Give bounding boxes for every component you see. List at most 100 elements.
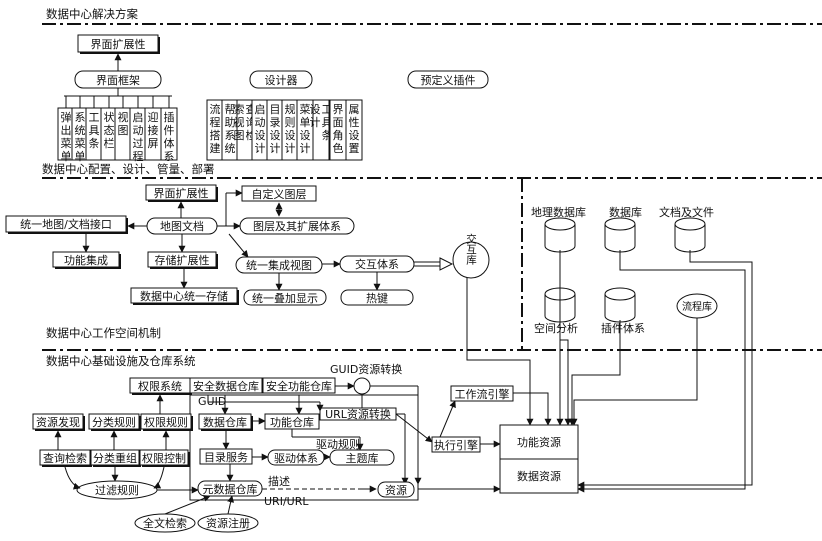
- char-designer-items-5-0-0: 规: [285, 102, 296, 116]
- char-designer-items-4-0-2: 设: [270, 129, 281, 142]
- char-designer-items-2-0-0: 查: [246, 102, 257, 116]
- char-designer-items-9-0-1: 性: [349, 115, 360, 129]
- char-frame-items-1-0-2: 菜: [75, 137, 86, 150]
- cls-rule-box: [88, 413, 140, 430]
- char-frame-items-7-0-1: 件: [164, 124, 175, 137]
- svg-text:URI/URL: URI/URL: [264, 495, 309, 508]
- svg-text:全文检索: 全文检索: [143, 516, 187, 530]
- svg-text:功能资源: 功能资源: [517, 435, 561, 449]
- svg-text:数据资源: 数据资源: [517, 469, 561, 483]
- svg-text:分类规则: 分类规则: [92, 415, 136, 429]
- char-designer-items-3-0-3: 计: [255, 142, 266, 155]
- char-frame-items-1-0-3: 单: [75, 150, 86, 163]
- ui-ext-box-1: [77, 34, 159, 53]
- char-designer-items-0-0-1: 程: [210, 116, 221, 129]
- char-designer-items-7-1-0: 设: [310, 103, 321, 116]
- svg-text:资源发现: 资源发现: [36, 415, 80, 429]
- heading-config: 数据中心配置、设计、管量、部署: [42, 162, 215, 176]
- svg-text:交互库: 交互库: [465, 232, 477, 265]
- char-designer-items-4-0-3: 计: [270, 142, 281, 155]
- box-designer-items-9: [345, 99, 363, 161]
- char-designer-items-6-0-1: 单: [300, 116, 311, 129]
- char-designer-items-7-1-1: 计: [310, 116, 321, 129]
- heading-top: 数据中心解决方案: [46, 7, 138, 21]
- unified-interface-box: [5, 215, 127, 233]
- svg-text:地理数据库: 地理数据库: [531, 205, 586, 219]
- svg-text:界面扩展性: 界面扩展性: [91, 37, 146, 51]
- svg-text:安全数据仓库: 安全数据仓库: [193, 379, 259, 393]
- char-designer-items-9-0-2: 设: [349, 129, 360, 142]
- char-frame-items-6-0-1: 接: [148, 124, 159, 137]
- box-frame-items-7: [160, 107, 178, 161]
- svg-text:数据中心统一存储: 数据中心统一存储: [140, 289, 228, 303]
- char-designer-items-6-0-0: 菜: [300, 103, 311, 116]
- char-designer-items-8-0-2: 角: [333, 129, 344, 142]
- svg-text:驱动规则: 驱动规则: [316, 437, 360, 451]
- perm-ctrl-box: [139, 449, 189, 466]
- char-designer-items-9-0-3: 置: [349, 142, 360, 155]
- char-designer-items-0-0-3: 建: [210, 141, 221, 155]
- char-frame-items-6-0-2: 屏: [148, 137, 159, 150]
- svg-text:驱动体系: 驱动体系: [274, 451, 318, 465]
- char-frame-items-5-0-0: 启: [133, 111, 144, 124]
- svg-text:存储扩展性: 存储扩展性: [155, 253, 210, 267]
- svg-text:GUID资源转换: GUID资源转换: [330, 362, 402, 376]
- char-frame-items-3-0-1: 态: [104, 124, 115, 137]
- svg-text:插件体系: 插件体系: [601, 321, 645, 335]
- svg-text:自定义图层: 自定义图层: [252, 187, 307, 201]
- char-frame-items-7-0-0: 插: [164, 110, 175, 124]
- res-disc-box: [32, 413, 84, 430]
- svg-text:查询检索: 查询检索: [43, 451, 87, 465]
- svg-text:分类重组: 分类重组: [93, 451, 137, 465]
- char-designer-items-3-0-2: 设: [255, 129, 266, 142]
- query-box: [39, 449, 91, 466]
- guid-node: [353, 377, 371, 395]
- heading-workspace: 数据中心工作空间机制: [46, 326, 161, 340]
- char-designer-items-6-0-3: 计: [300, 142, 311, 155]
- svg-text:资源: 资源: [385, 483, 407, 497]
- svg-text:功能仓库: 功能仓库: [270, 415, 314, 429]
- plugins-box: [407, 70, 489, 89]
- designer-items: 流程搭建帮助系统查询检索视图启动设计目录设计规则设计菜单设计工具条设计界面角色属…: [206, 99, 363, 161]
- char-designer-items-0-0-2: 搭: [210, 129, 221, 142]
- perm-rule-box: [140, 413, 192, 430]
- svg-text:空间分析: 空间分析: [534, 321, 578, 335]
- char-designer-items-2-1-2: 图: [234, 129, 245, 142]
- char-designer-items-5-0-2: 设: [285, 129, 296, 142]
- char-frame-items-0-0-3: 单: [61, 150, 72, 163]
- char-designer-items-2-0-2: 检: [246, 128, 257, 142]
- svg-text:预定义插件: 预定义插件: [421, 73, 476, 87]
- interop-circle: [452, 241, 490, 279]
- svg-text:功能集成: 功能集成: [64, 253, 108, 267]
- svg-text:图层及其扩展体系: 图层及其扩展体系: [253, 219, 341, 233]
- svg-text:数据仓库: 数据仓库: [203, 415, 247, 429]
- svg-text:统一叠加显示: 统一叠加显示: [252, 292, 318, 305]
- char-frame-items-5-0-2: 过: [133, 137, 144, 150]
- svg-text:热键: 热键: [366, 291, 388, 305]
- char-designer-items-0-0-0: 流: [210, 102, 221, 116]
- svg-text:界面框架: 界面框架: [96, 74, 140, 87]
- char-frame-items-0-0-0: 弹: [61, 110, 72, 124]
- resource-box: [377, 481, 415, 498]
- char-frame-items-1-0-0: 系: [75, 111, 86, 124]
- char-frame-items-0-0-1: 出: [61, 123, 72, 137]
- svg-text:目录服务: 目录服务: [204, 451, 248, 464]
- char-designer-items-4-0-1: 录: [270, 116, 281, 129]
- char-designer-items-2-0-1: 询: [246, 116, 257, 129]
- char-designer-items-9-0-0: 属: [349, 103, 360, 116]
- char-designer-items-1-0-0: 帮: [225, 103, 236, 116]
- char-frame-items-3-0-0: 状: [104, 110, 115, 124]
- svg-text:元数据仓库: 元数据仓库: [203, 482, 258, 496]
- char-designer-items-5-0-1: 则: [285, 116, 296, 129]
- heading-infra: 数据中心基础设施及仓库系统: [46, 354, 196, 368]
- svg-text:资源注册: 资源注册: [206, 516, 250, 530]
- char-designer-items-6-0-2: 设: [300, 129, 311, 142]
- svg-text:过滤规则: 过滤规则: [95, 483, 139, 497]
- ui-ext-box-2: [145, 184, 217, 201]
- char-designer-items-1-0-1: 助: [225, 115, 236, 129]
- char-designer-items-8-0-3: 色: [333, 141, 344, 155]
- sec-data-box: [189, 377, 263, 394]
- char-designer-items-8-0-0: 界: [333, 103, 344, 116]
- char-frame-items-3-0-2: 栏: [104, 136, 115, 150]
